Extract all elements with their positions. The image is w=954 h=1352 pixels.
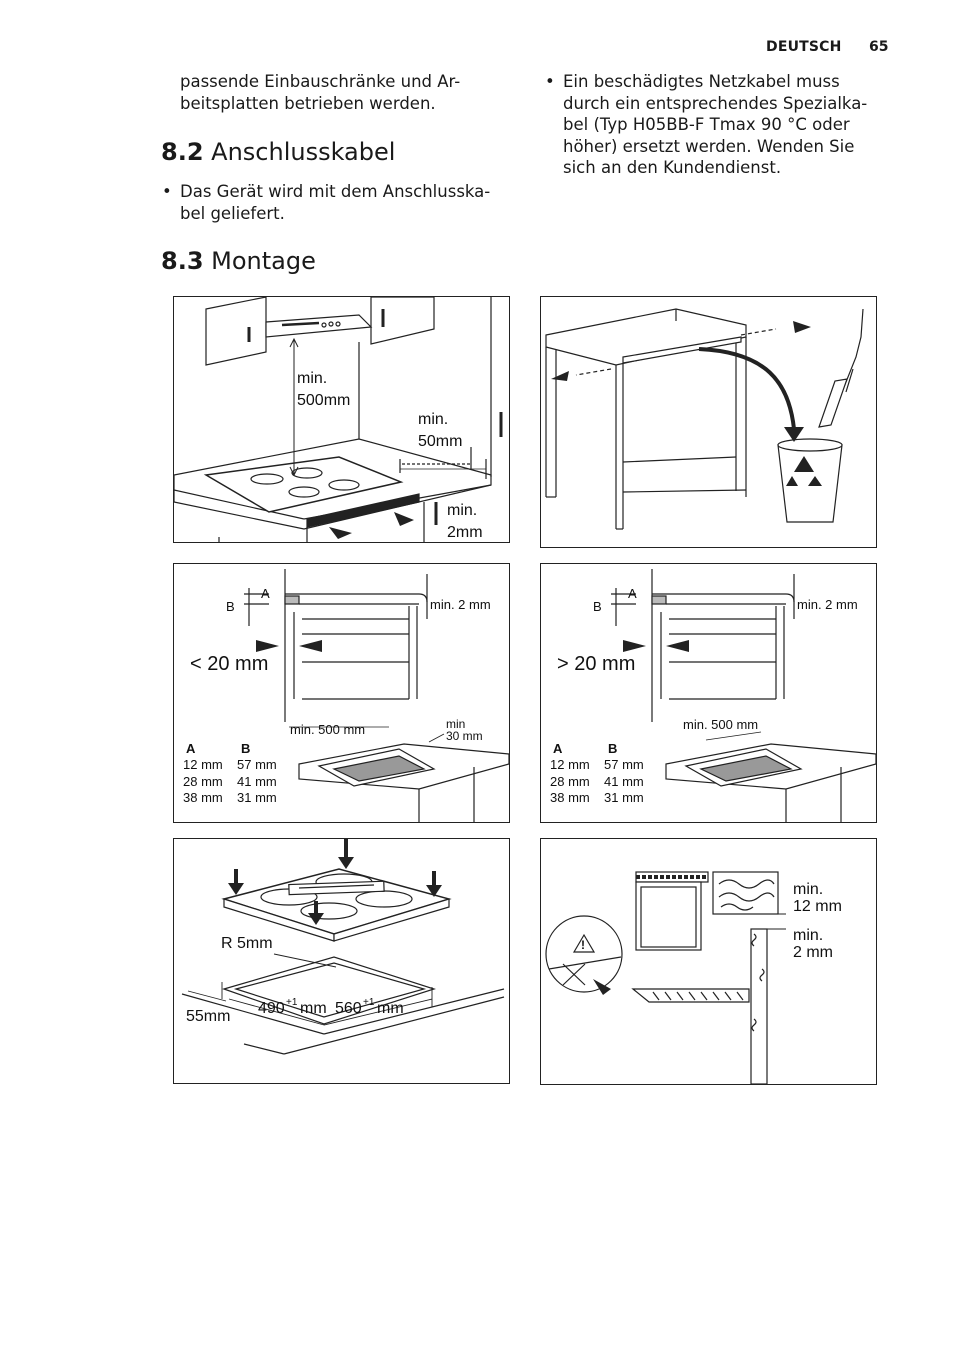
heading-8-3: 8.3 Montage <box>161 246 316 276</box>
warning-icon: ! <box>581 938 585 952</box>
kitchen-illustration: min. 500mm min. 50mm min. 2mm <box>174 297 503 542</box>
section-drawing-more-20: A B min. 2 mm > 20 mm min. 500 mm A B 12… <box>550 569 876 822</box>
arrow-icon <box>593 979 611 995</box>
label-min-12-a: min. <box>793 881 823 898</box>
label-min-50-a: min. <box>418 411 448 428</box>
bullet-dot: • <box>162 182 172 201</box>
table-head-b: B <box>608 741 617 756</box>
table-head-b: B <box>241 741 250 756</box>
table-cell: 28 mm <box>183 774 223 789</box>
label-b: B <box>226 599 235 614</box>
width-tolerance-a: +1 <box>286 997 298 1008</box>
width-value-b: 560 <box>335 1000 362 1017</box>
heading-8-2: 8.2 Anschlusskabel <box>161 137 395 167</box>
table-cell: 28 mm <box>550 774 590 789</box>
table-cell: 31 mm <box>237 790 277 805</box>
label-a: A <box>261 586 270 601</box>
label-width-490: 490 +1 mm <box>258 997 327 1017</box>
bullet-item: • Ein beschädigtes Netzkabel muss durch … <box>545 71 895 179</box>
heading-title: Montage <box>211 247 316 275</box>
label-a: A <box>628 586 637 601</box>
table-cell: 57 mm <box>604 757 644 772</box>
dimension-table: A B 12 mm 57 mm 28 mm 41 mm 38 mm 31 mm <box>183 741 277 805</box>
table-cell: 12 mm <box>550 757 590 772</box>
figure-gap-less-20: A B min. 2 mm < 20 mm min. 500 mm min 30… <box>173 563 510 823</box>
header-language: DEUTSCH <box>766 39 842 55</box>
label-gap: > 20 mm <box>557 653 635 675</box>
bullet-item: • Das Gerät wird mit dem Anschlusska- be… <box>162 181 512 224</box>
figure-kitchen-clearances: min. 500mm min. 50mm min. 2mm <box>173 296 510 543</box>
table-cell: 41 mm <box>237 774 277 789</box>
width-value-a: 490 <box>258 1000 285 1017</box>
bullet-dot: • <box>545 72 555 91</box>
figure-gap-more-20: A B min. 2 mm > 20 mm min. 500 mm A B 12… <box>540 563 877 823</box>
bullet-line: Das Gerät wird mit dem Anschlusska- <box>180 182 491 201</box>
bullet-line: Ein beschädigtes Netzkabel muss <box>563 72 840 91</box>
bullet-line: sich an den Kundendienst. <box>563 158 782 177</box>
bullet-line: höher) ersetzt werden. Wenden Sie <box>563 136 855 156</box>
table-cell: 31 mm <box>604 790 644 805</box>
wood-panel-illustration: ! min. 12 mm min. 2 mm <box>545 871 842 1084</box>
dimension-table: A B 12 mm 57 mm 28 mm 41 mm 38 mm 31 mm <box>550 741 644 805</box>
label-min-2-a: min. <box>793 927 823 944</box>
table-head-a: A <box>186 741 196 756</box>
label-min-2mm: min. 2 mm <box>430 597 491 612</box>
table-cell: 38 mm <box>183 790 223 805</box>
label-min-50-b: 50mm <box>418 433 462 450</box>
label-min-2mm: min. 2 mm <box>797 597 858 612</box>
intro-line: passende Einbauschränke und Ar- <box>180 72 461 91</box>
width-unit-b: mm <box>377 1000 404 1017</box>
label-min-500: min. 500 mm <box>683 717 758 732</box>
label-min-500-a: min. <box>297 370 327 387</box>
bullet-line: durch ein entsprechendes Spezialka- <box>563 93 868 113</box>
section-drawing-less-20: A B min. 2 mm < 20 mm min. 500 mm min 30… <box>183 569 509 822</box>
label-min-30-b: 30 mm <box>446 729 483 743</box>
label-width-560: 560 +1 mm <box>335 997 404 1017</box>
label-min-2-b: 2 mm <box>793 944 833 961</box>
label-min-500: min. 500 mm <box>290 722 365 737</box>
figure-wood-clearance: ! min. 12 mm min. 2 mm <box>540 838 877 1085</box>
table-head-a: A <box>553 741 563 756</box>
label-radius: R 5mm <box>221 935 273 952</box>
table-cell: 38 mm <box>550 790 590 805</box>
label-gap: < 20 mm <box>190 653 268 675</box>
table-cell: 12 mm <box>183 757 223 772</box>
label-depth-edge: 55mm <box>186 1008 230 1025</box>
table-cell: 41 mm <box>604 774 644 789</box>
label-b: B <box>593 599 602 614</box>
width-tolerance-b: +1 <box>363 997 375 1008</box>
bullet-line: bel geliefert. <box>180 203 285 223</box>
table-cell: 57 mm <box>237 757 277 772</box>
figure-cabinet-recycle <box>540 296 877 548</box>
heading-number: 8.2 <box>161 138 204 166</box>
heading-title: Anschlusskabel <box>211 138 396 166</box>
figure-cutout-dimensions: R 5mm 55mm 490 +1 mm 560 +1 mm <box>173 838 510 1084</box>
page-number: 65 <box>869 39 889 55</box>
label-min-12-b: 12 mm <box>793 898 842 915</box>
label-min-30-a: min <box>446 717 465 731</box>
heading-number: 8.3 <box>161 247 204 275</box>
label-min-2-b: 2mm <box>447 524 483 541</box>
cutout-illustration: R 5mm 55mm 490 +1 mm 560 +1 mm <box>181 839 505 1055</box>
label-min-2-a: min. <box>447 502 477 519</box>
cabinet-illustration <box>545 308 864 530</box>
bullet-line: bel (Typ H05BB-F Tmax 90 °C oder <box>563 115 850 134</box>
intro-line: beitsplatten betrieben werden. <box>180 93 436 113</box>
width-unit-a: mm <box>300 1000 327 1017</box>
intro-text: passende Einbauschränke und Ar- beitspla… <box>180 71 520 114</box>
label-min-500-b: 500mm <box>297 392 350 409</box>
